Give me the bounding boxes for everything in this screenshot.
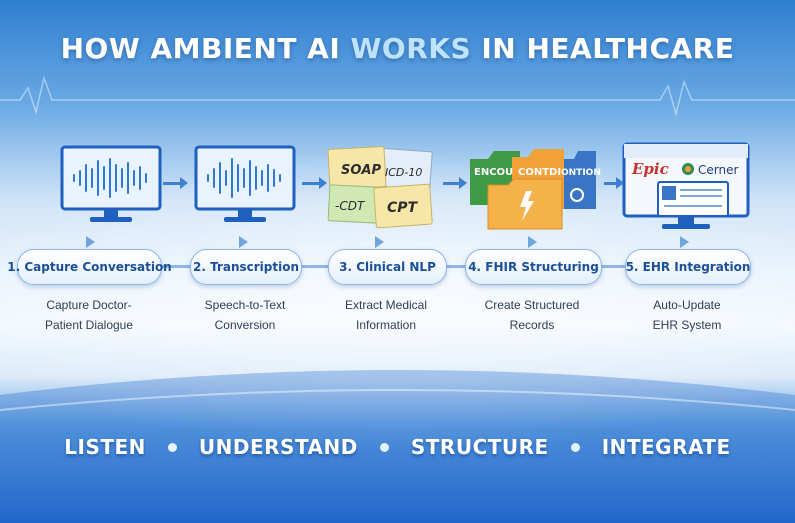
waveform-monitor-icon [60,145,162,222]
flow-arrow-3-line [443,182,459,185]
step-1-label: 1. Capture Conversation [7,260,172,274]
arrow-tip [680,236,689,248]
tagline-understand: UNDERSTAND [198,435,358,459]
cerner-logo-text: Cerner [698,163,738,177]
flow-arrow-1-line [163,182,180,185]
note-cpt-text: CPT [387,200,419,216]
step-4-desc-line-2: Records [509,318,555,332]
step-2-desc-line-1: Speech-to-Text [204,298,286,312]
flow-arrow-4-line [604,182,616,185]
arrow-tip [86,236,95,248]
folder-condition-text: CONTDI [518,167,561,178]
step-1-desc-line-2: Patient Dialogue [44,318,134,332]
step-3-desc-line-1: Extract Medical [344,298,428,312]
title-highlight: WORKS [350,32,472,65]
step-5-desc-line-1: Auto-Update [653,298,721,312]
bullet-dot [167,442,177,452]
step-1-pill: 1. Capture Conversation [7,249,172,285]
step-3-desc-line-2: Information [355,318,417,332]
tagline-bar: LISTEN UNDERSTAND STRUCTURE INTEGRATE [0,422,795,472]
note-icd-text: ICD-10 [385,166,422,179]
tagline-listen: LISTEN [64,435,146,459]
step-4-desc-line-1: Create Structured [484,298,580,312]
clinical-notes-icon: SOAP ICD-10 -CDT CPT [327,146,433,229]
step-1-description: Capture Doctor- Patient Dialogue [19,295,159,335]
pill-connector [160,265,190,268]
pill-connector [300,265,328,268]
note-soap-text: SOAP [341,163,381,178]
flow-arrow-2 [319,177,327,189]
pill-connector [445,265,465,268]
step-4-label: 4. FHIR Structuring [468,260,599,274]
flow-arrow-1 [180,177,188,189]
ehr-monitor-icon: Epic Cerner [622,142,750,229]
step-2-pill: 2. Transcription [190,249,302,285]
note-cdt-text: -CDT [335,199,366,213]
waveform-monitor-icon [194,145,296,222]
flow-arrow-3 [459,177,467,189]
step-5-desc-line-2: EHR System [652,318,722,332]
flow-arrow-4 [616,177,624,189]
step-2-label: 2. Transcription [192,260,300,274]
fhir-folders-icon: ENCOU CONTDI ONTION [470,149,601,230]
step-5-pill: 5. EHR Integration [625,249,751,285]
arrow-tip [375,236,384,248]
folder-encounter-text: ENCOU [474,167,513,178]
tagline-integrate: INTEGRATE [601,435,731,459]
step-2-desc-line-2: Conversion [214,318,276,332]
tagline-structure: STRUCTURE [410,435,549,459]
arrow-tip [239,236,248,248]
step-5-label: 5. EHR Integration [625,260,751,274]
bullet-dot [570,442,580,452]
folder-observation-text: ONTION [561,168,601,178]
step-1-desc-line-1: Capture Doctor- [46,298,132,312]
step-4-pill: 4. FHIR Structuring [465,249,602,285]
pill-connector [600,265,625,268]
flow-arrow-2-line [302,182,319,185]
title-part-2: IN HEALTHCARE [471,32,735,65]
bullet-dot [379,442,389,452]
arrow-tip [528,236,537,248]
step-3-label: 3. Clinical NLP [339,260,436,274]
heartbeat-line [0,75,795,117]
step-3-pill: 3. Clinical NLP [328,249,447,285]
title-part-1: HOW AMBIENT AI [60,32,351,65]
page-title: HOW AMBIENT AI WORKS IN HEALTHCARE [0,32,795,65]
epic-logo-text: Epic [631,160,669,178]
